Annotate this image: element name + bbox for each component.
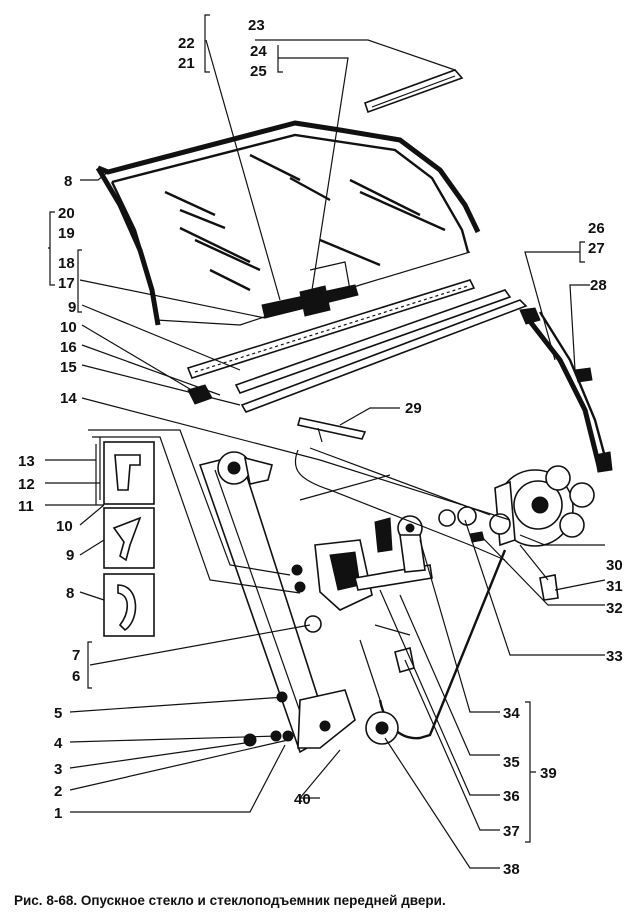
figure-caption: Рис. 8-68. Опускное стекло и стеклоподъе… — [14, 893, 446, 908]
label-29: 29 — [405, 400, 422, 417]
label-28: 28 — [590, 277, 607, 294]
regulator-drive — [438, 465, 595, 601]
label-9-detail: 9 — [66, 547, 74, 564]
label-12: 12 — [18, 476, 35, 493]
label-35: 35 — [503, 754, 520, 771]
label-32: 32 — [606, 600, 623, 617]
belt-moldings — [186, 279, 528, 413]
label-8-detail: 8 — [66, 585, 74, 602]
label-39: 39 — [540, 765, 557, 782]
label-8-top: 8 — [64, 173, 72, 190]
label-37: 37 — [503, 823, 520, 840]
label-14: 14 — [60, 390, 77, 407]
glass-lift-channel — [261, 261, 359, 319]
label-31: 31 — [606, 578, 623, 595]
label-15: 15 — [60, 359, 77, 376]
label-33: 33 — [606, 648, 623, 665]
label-20: 20 — [58, 205, 75, 222]
label-13: 13 — [18, 453, 35, 470]
label-34: 34 — [503, 705, 520, 722]
label-23: 23 — [248, 17, 265, 34]
label-5: 5 — [54, 705, 62, 722]
label-6: 6 — [72, 668, 80, 685]
leader-lines — [45, 14, 606, 869]
label-30: 30 — [606, 557, 623, 574]
label-17: 17 — [58, 275, 75, 292]
label-7: 7 — [72, 647, 80, 664]
guide-clip — [296, 417, 367, 443]
part-labels: 23 22 21 24 25 8 20 19 18 17 9 10 16 15 … — [18, 17, 623, 878]
label-21: 21 — [178, 55, 195, 72]
label-11: 11 — [18, 498, 34, 515]
label-4: 4 — [54, 735, 63, 752]
detail-clips — [88, 429, 301, 637]
label-19: 19 — [58, 225, 75, 242]
label-16: 16 — [60, 339, 77, 356]
label-10-detail: 10 — [56, 518, 73, 535]
upper-seal — [363, 69, 464, 114]
label-9-top: 9 — [68, 299, 76, 316]
label-26: 26 — [588, 220, 605, 237]
rear-glass-guide — [519, 307, 613, 473]
label-2: 2 — [54, 783, 62, 800]
label-27: 27 — [588, 240, 605, 257]
label-18: 18 — [58, 255, 75, 272]
label-25: 25 — [250, 63, 267, 80]
label-40: 40 — [294, 791, 311, 808]
label-36: 36 — [503, 788, 520, 805]
label-1: 1 — [54, 805, 62, 822]
label-38: 38 — [503, 861, 520, 878]
label-24: 24 — [250, 43, 267, 60]
door-glass — [95, 120, 481, 326]
label-3: 3 — [54, 761, 62, 778]
window-regulator — [198, 447, 507, 754]
label-10-top: 10 — [60, 319, 77, 336]
label-22: 22 — [178, 35, 195, 52]
